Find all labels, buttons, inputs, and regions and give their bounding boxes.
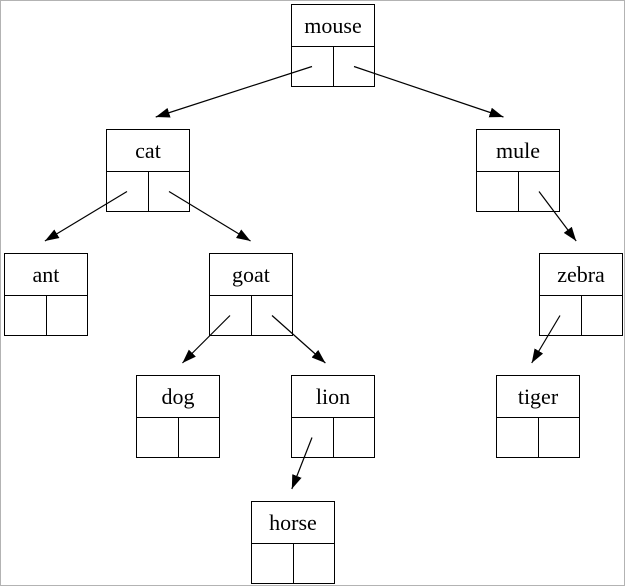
right-pointer-cell	[334, 47, 375, 86]
tree-node-ant: ant	[4, 253, 88, 336]
left-pointer-cell	[137, 418, 179, 457]
left-pointer-cell	[497, 418, 539, 457]
right-pointer-cell	[47, 296, 88, 335]
left-pointer-cell	[292, 47, 334, 86]
node-label: mouse	[292, 5, 374, 47]
tree-node-mouse: mouse	[291, 4, 375, 87]
node-label: tiger	[497, 376, 579, 418]
tree-node-dog: dog	[136, 375, 220, 458]
left-pointer-cell	[5, 296, 47, 335]
node-pointer-row	[292, 47, 374, 86]
right-pointer-cell	[179, 418, 220, 457]
node-label: mule	[477, 130, 559, 172]
left-pointer-cell	[540, 296, 582, 335]
node-pointer-row	[292, 418, 374, 457]
left-pointer-cell	[210, 296, 252, 335]
node-pointer-row	[107, 172, 189, 211]
tree-node-goat: goat	[209, 253, 293, 336]
left-pointer-cell	[292, 418, 334, 457]
tree-node-mule: mule	[476, 129, 560, 212]
tree-node-horse: horse	[251, 501, 335, 584]
tree-node-tiger: tiger	[496, 375, 580, 458]
right-pointer-cell	[539, 418, 580, 457]
node-pointer-row	[210, 296, 292, 335]
node-label: horse	[252, 502, 334, 544]
tree-node-zebra: zebra	[539, 253, 623, 336]
right-pointer-cell	[294, 544, 335, 583]
node-label: ant	[5, 254, 87, 296]
node-pointer-row	[252, 544, 334, 583]
node-pointer-row	[497, 418, 579, 457]
right-pointer-cell	[334, 418, 375, 457]
node-pointer-row	[540, 296, 622, 335]
left-pointer-cell	[252, 544, 294, 583]
right-pointer-cell	[519, 172, 560, 211]
node-pointer-row	[477, 172, 559, 211]
right-pointer-cell	[252, 296, 293, 335]
tree-node-cat: cat	[106, 129, 190, 212]
tree-node-lion: lion	[291, 375, 375, 458]
node-label: cat	[107, 130, 189, 172]
node-pointer-row	[5, 296, 87, 335]
node-label: dog	[137, 376, 219, 418]
node-label: zebra	[540, 254, 622, 296]
right-pointer-cell	[582, 296, 623, 335]
right-pointer-cell	[149, 172, 190, 211]
left-pointer-cell	[477, 172, 519, 211]
node-pointer-row	[137, 418, 219, 457]
node-label: lion	[292, 376, 374, 418]
left-pointer-cell	[107, 172, 149, 211]
node-label: goat	[210, 254, 292, 296]
